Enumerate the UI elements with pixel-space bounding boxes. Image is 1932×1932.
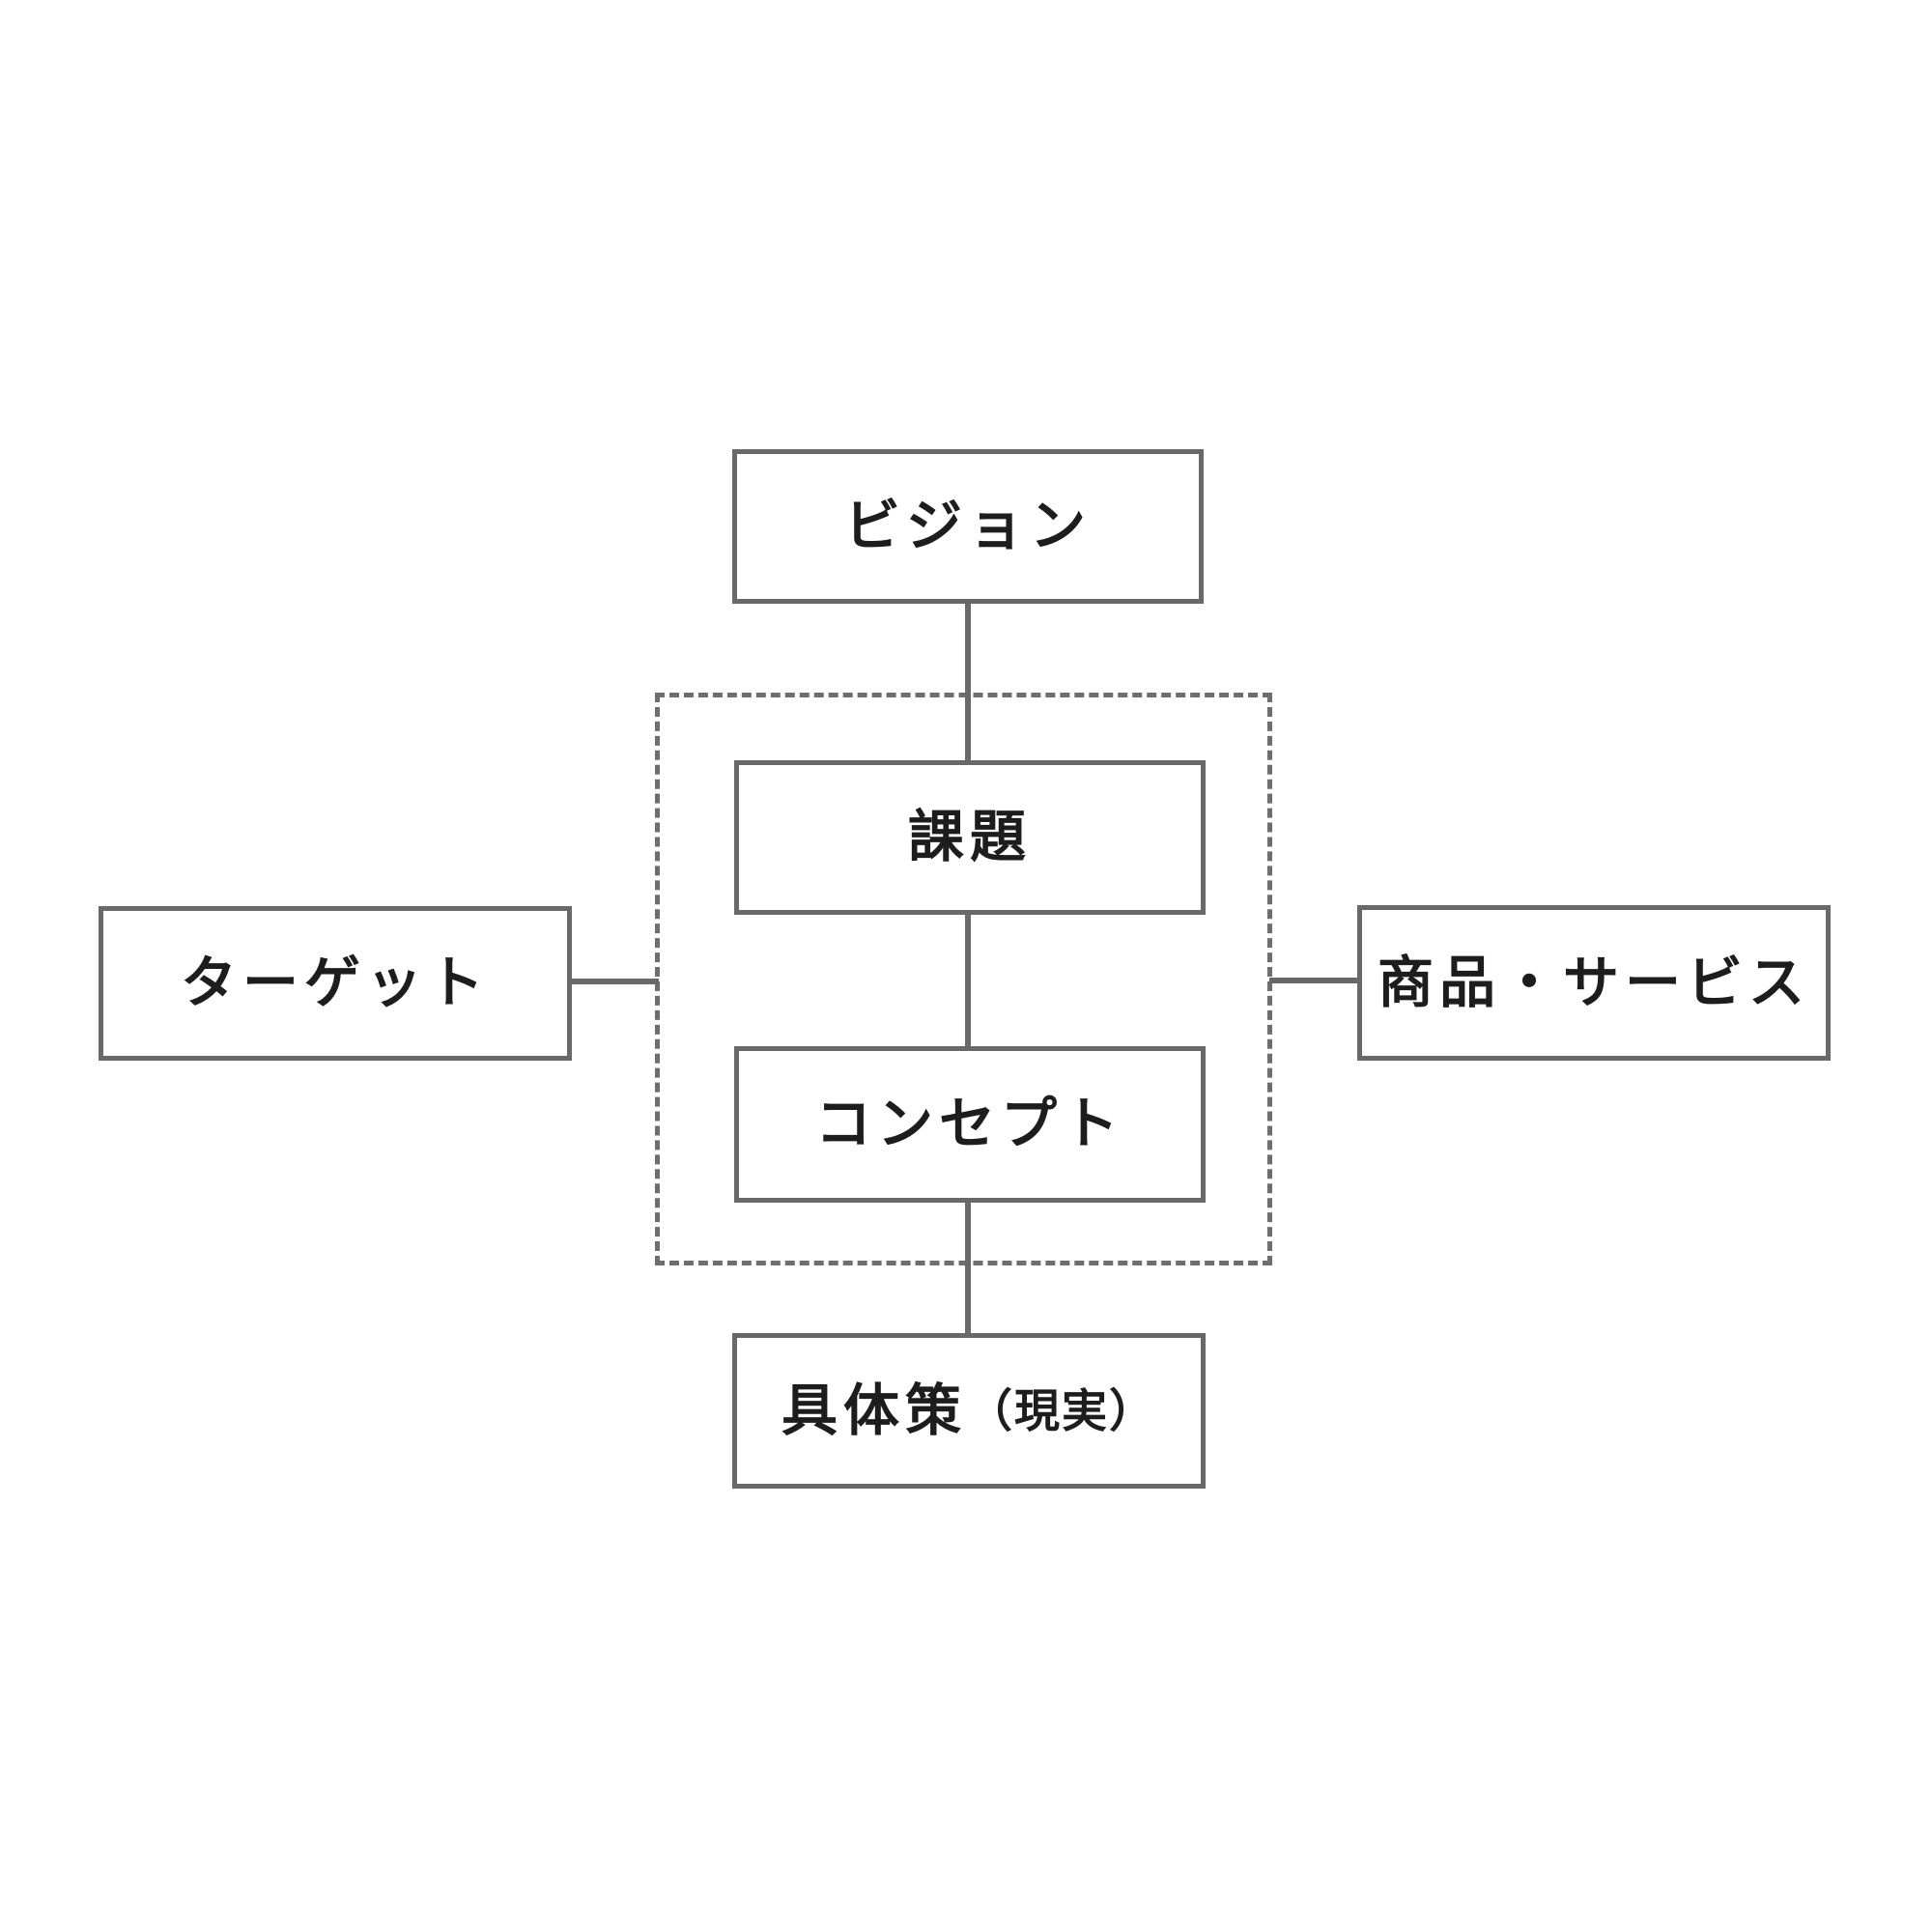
issue-label: 課題 bbox=[907, 806, 1032, 868]
concrete-action-sublabel: （現実） bbox=[967, 1385, 1156, 1436]
target-label: ターゲット bbox=[180, 952, 490, 1014]
concept-box: コンセプト bbox=[734, 1046, 1206, 1203]
concept-label: コンセプト bbox=[814, 1093, 1124, 1155]
connector-frame-product bbox=[1269, 978, 1361, 983]
product-service-label: 商品・サービス bbox=[1377, 951, 1810, 1014]
concrete-action-label: 具体策 bbox=[781, 1378, 967, 1442]
concrete-action-box: 具体策 （現実） bbox=[732, 1333, 1206, 1489]
issue-box: 課題 bbox=[734, 760, 1206, 915]
target-box: ターゲット bbox=[99, 906, 572, 1061]
vision-box: ビジョン bbox=[732, 449, 1204, 604]
connector-vision-issue bbox=[965, 604, 971, 760]
product-service-box: 商品・サービス bbox=[1357, 905, 1831, 1061]
connector-issue-concept bbox=[965, 915, 971, 1046]
connector-target-frame bbox=[572, 979, 659, 984]
connector-concept-action bbox=[965, 1203, 971, 1333]
vision-label: ビジョン bbox=[843, 495, 1092, 557]
